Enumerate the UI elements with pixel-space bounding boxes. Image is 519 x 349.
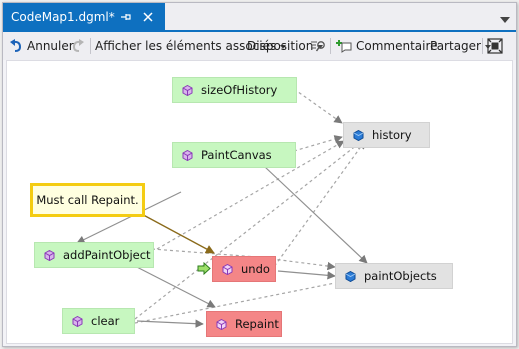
node-label: undo: [241, 262, 270, 276]
toolbar-separator: [330, 38, 331, 54]
node-history[interactable]: history: [343, 122, 430, 148]
find-icon: [311, 41, 325, 52]
method-icon: [72, 315, 83, 327]
undo-label: Annuler: [27, 39, 74, 53]
current-node-arrow-icon: [197, 262, 211, 275]
node-label: clear: [91, 314, 120, 328]
show-related-label: Afficher les éléments associés: [95, 39, 277, 53]
method-icon: [44, 249, 55, 261]
node-label: Repaint: [235, 317, 279, 331]
chevron-down-icon: [317, 45, 324, 49]
field-icon: [345, 270, 356, 282]
tab-title: CodeMap1.dgml*: [11, 9, 115, 24]
method-icon: [182, 84, 193, 96]
tab-codemap1[interactable]: CodeMap1.dgml*: [3, 3, 165, 30]
redo-arrow-icon: [72, 39, 84, 52]
pin-tab-icon[interactable]: [117, 8, 135, 26]
redo-button[interactable]: [71, 37, 85, 55]
node-PaintCanvas[interactable]: PaintCanvas: [172, 142, 296, 168]
layout-label: Disposition: [247, 39, 314, 53]
add-comment-icon: [336, 40, 352, 53]
node-paintObjects[interactable]: paintObjects: [335, 263, 453, 289]
zoom-to-fit-button[interactable]: [487, 37, 503, 55]
solid-call-edges: [76, 166, 368, 328]
comment-label: Commentaire: [356, 39, 438, 53]
chevron-down-icon: [280, 45, 287, 49]
node-label: paintObjects: [364, 269, 437, 283]
method-icon: [182, 149, 193, 161]
node-label: PaintCanvas: [201, 148, 272, 162]
node-undo[interactable]: undo: [212, 256, 276, 282]
node-label: history: [372, 128, 412, 142]
node-addPaintObject[interactable]: addPaintObject: [34, 242, 154, 268]
document-tab-strip: CodeMap1.dgml*: [3, 3, 516, 32]
add-comment-button[interactable]: Commentaire: [336, 37, 438, 55]
method-icon: [222, 263, 233, 275]
node-Repaint[interactable]: Repaint: [206, 311, 282, 337]
layout-dropdown[interactable]: Disposition: [247, 37, 324, 55]
graph-edges: [76, 88, 368, 328]
undo-arrow-icon: [10, 39, 22, 52]
close-tab-icon[interactable]: [139, 8, 157, 26]
zoom-to-fit-icon: [487, 38, 503, 54]
dependency-graph-canvas[interactable]: sizeOfHistory history PaintCanvas addPai…: [6, 60, 513, 344]
code-map-toolbar: Annuler Afficher les éléments associés D…: [3, 32, 516, 60]
share-label: Partager: [430, 39, 481, 53]
undo-button[interactable]: Annuler: [9, 37, 74, 55]
node-label: sizeOfHistory: [201, 83, 278, 97]
comment-text: Must call Repaint.: [36, 193, 139, 207]
show-related-elements-dropdown[interactable]: Afficher les éléments associés: [95, 37, 287, 55]
node-sizeOfHistory[interactable]: sizeOfHistory: [172, 77, 297, 103]
field-icon: [353, 129, 364, 141]
dashed-reference-edges: [134, 88, 366, 324]
tab-overflow-dropdown-icon[interactable]: [498, 11, 512, 23]
comment-link-edge: [135, 210, 215, 254]
node-label: addPaintObject: [63, 248, 151, 262]
toolbar-separator: [482, 38, 483, 54]
node-clear[interactable]: clear: [62, 308, 135, 334]
comment-note[interactable]: Must call Repaint.: [30, 183, 145, 217]
toolbar-separator: [90, 38, 91, 54]
find-in-map-button[interactable]: [310, 37, 326, 55]
method-icon: [216, 318, 227, 330]
